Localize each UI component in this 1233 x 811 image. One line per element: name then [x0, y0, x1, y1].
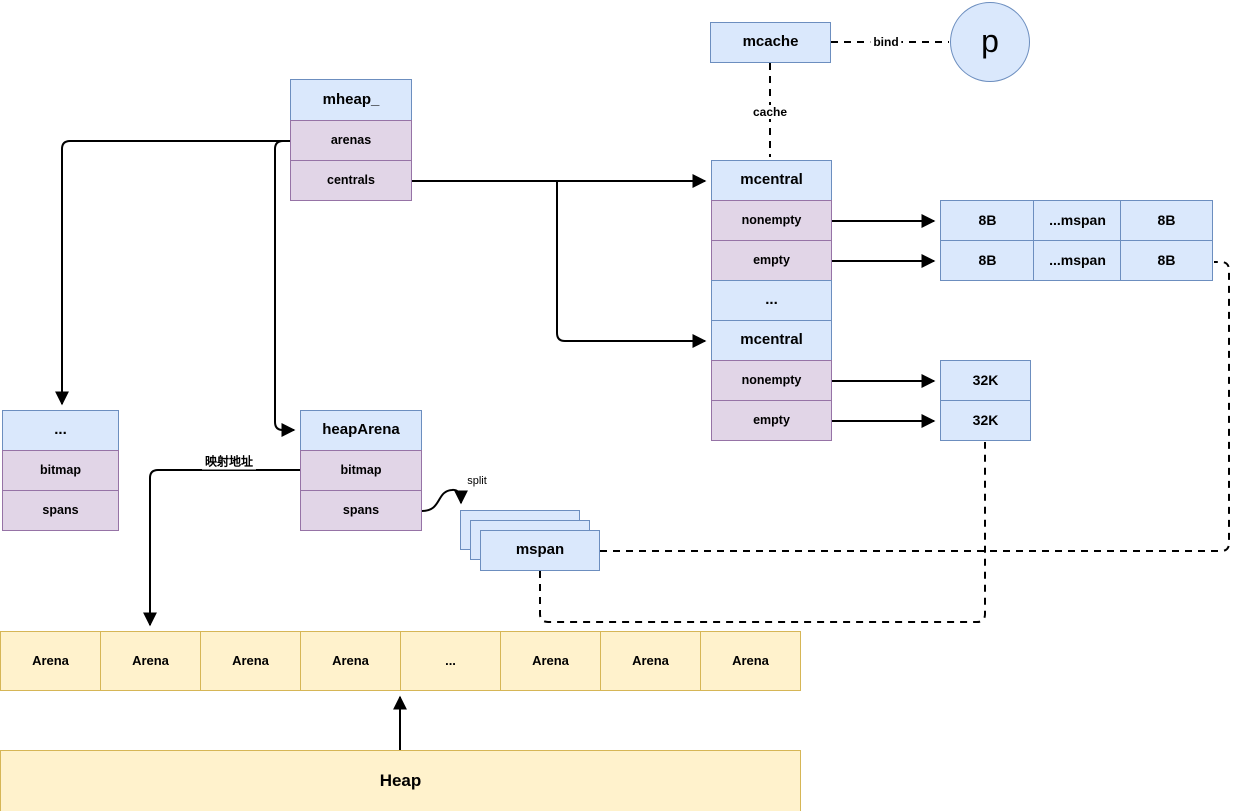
cache-label: cache [749, 105, 791, 119]
span-table-cell: ...mspan [1033, 200, 1122, 241]
p-node: p [950, 2, 1030, 82]
span-table-cell: ...mspan [1033, 240, 1122, 281]
span-table-cell: 8B [940, 200, 1035, 241]
arena-cell: Arena [700, 631, 801, 691]
large-span-1: 32K [940, 360, 1031, 401]
map-address-label: 映射地址 [201, 452, 257, 470]
mheap-header: mheap_ [290, 79, 412, 121]
mcentral-dots: ... [711, 280, 832, 321]
heaparena-header: heapArena [300, 410, 422, 451]
large-span-2: 32K [940, 400, 1031, 441]
heap-node: Heap [0, 750, 801, 811]
arena-cell: Arena [300, 631, 401, 691]
mspan-card-front: mspan [480, 530, 600, 571]
mcentral-2-header: mcentral [711, 320, 832, 361]
span-table-cell: 8B [1120, 200, 1213, 241]
mcentral-1-nonempty: nonempty [711, 200, 832, 241]
mheap-row-arenas: arenas [290, 120, 412, 161]
dots-box-bitmap: bitmap [2, 450, 119, 491]
edge-arenas-to-dots-box [55, 140, 290, 406]
arena-cell: Arena [600, 631, 701, 691]
split-label: split [464, 475, 490, 487]
heaparena-spans: spans [300, 490, 422, 531]
bind-label: bind [870, 35, 902, 49]
heaparena-bitmap: bitmap [300, 450, 422, 491]
arena-cell: Arena [0, 631, 101, 691]
edge-centrals-to-mcentral2 [556, 181, 707, 348]
mheap-row-centrals: centrals [290, 160, 412, 201]
edge-mspan-to-32k-dashed [539, 442, 986, 623]
arena-cell: ... [400, 631, 501, 691]
edge-spans-split-to-mspan [421, 488, 468, 512]
dots-box-header: ... [2, 410, 119, 451]
arena-cell: Arena [100, 631, 201, 691]
edge-mspan-to-span-row-dashed [600, 261, 1230, 552]
mcentral-2-empty: empty [711, 400, 832, 441]
mcentral-1-empty: empty [711, 240, 832, 281]
mcache-node: mcache [710, 22, 831, 63]
mcentral-2-nonempty: nonempty [711, 360, 832, 401]
dots-box-spans: spans [2, 490, 119, 531]
arena-cell: Arena [200, 631, 301, 691]
arena-cell: Arena [500, 631, 601, 691]
span-table-cell: 8B [940, 240, 1035, 281]
edge-bitmap-to-arena [143, 469, 300, 627]
mcentral-1-header: mcentral [711, 160, 832, 201]
span-table-cell: 8B [1120, 240, 1213, 281]
